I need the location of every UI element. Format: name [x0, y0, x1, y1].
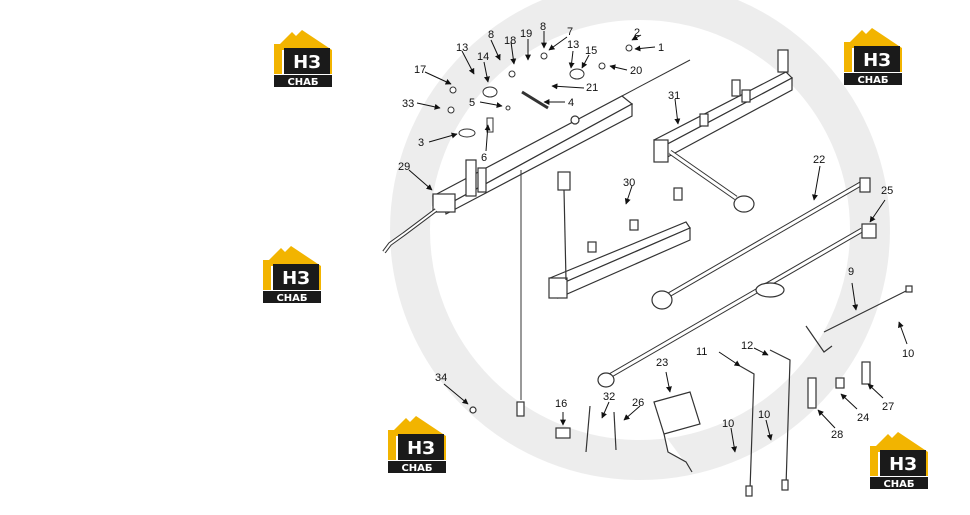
- callout-11: 11: [696, 346, 707, 358]
- brand-logo-1: НЗ СНАБ: [272, 28, 334, 88]
- brand-name: СНАБ: [883, 479, 914, 490]
- callout-22: 22: [813, 154, 825, 166]
- part-29-main-bar: [382, 59, 691, 417]
- callout-24: 24: [857, 412, 869, 424]
- brand-logo-5: НЗ СНАБ: [868, 430, 930, 490]
- house-logo-icon: НЗ СНАБ: [844, 28, 902, 86]
- brand-logo-3: НЗ СНАБ: [261, 244, 323, 304]
- callout-7: 7: [567, 26, 573, 38]
- callout-2: 2: [634, 27, 640, 39]
- callout-30: 30: [623, 177, 635, 189]
- callout-17: 17: [414, 64, 426, 76]
- house-logo-icon: НЗ СНАБ: [263, 246, 321, 304]
- small-hardware: [447, 44, 633, 138]
- house-logo-icon: НЗ СНАБ: [274, 30, 332, 88]
- callout-8a: 8: [488, 29, 494, 41]
- part-9-rod: [805, 285, 913, 353]
- brand-mark: НЗ: [407, 438, 435, 459]
- callout-5: 5: [469, 97, 475, 109]
- callout-15: 15: [585, 45, 597, 57]
- brand-name: СНАБ: [857, 75, 888, 86]
- callout-12: 12: [741, 340, 753, 352]
- brand-logo-4: НЗ СНАБ: [386, 414, 448, 474]
- callout-10b: 10: [722, 418, 734, 430]
- callout-26: 26: [632, 397, 644, 409]
- brand-mark: НЗ: [282, 268, 310, 289]
- callout-23: 23: [656, 357, 668, 369]
- callout-labels: 1 2 3 4 5 6 7 8 8 9 10 10 10 11 12 13 13…: [398, 21, 914, 441]
- brand-mark: НЗ: [293, 52, 321, 73]
- callout-34: 34: [435, 372, 447, 384]
- callout-25: 25: [881, 185, 893, 197]
- part-23-plate: [653, 391, 701, 473]
- callout-9: 9: [848, 266, 854, 278]
- brand-name: СНАБ: [287, 77, 318, 88]
- callout-19: 19: [520, 28, 532, 40]
- callout-20: 20: [630, 65, 642, 77]
- leader-arrows: [408, 31, 908, 453]
- callout-3: 3: [418, 137, 424, 149]
- small-parts: [469, 361, 871, 453]
- callout-6: 6: [481, 152, 487, 164]
- part-22-long-tube: [651, 177, 871, 310]
- callout-14: 14: [477, 51, 489, 63]
- brand-logo-2: НЗ СНАБ: [842, 26, 904, 86]
- callout-1: 1: [658, 42, 664, 54]
- callout-10a: 10: [902, 348, 914, 360]
- part-30-bracket-assembly: [548, 171, 691, 299]
- callout-27: 27: [882, 401, 894, 413]
- house-logo-icon: НЗ СНАБ: [870, 432, 928, 490]
- callout-33: 33: [402, 98, 414, 110]
- brand-mark: НЗ: [863, 50, 891, 71]
- callout-13b: 13: [567, 39, 579, 51]
- part-11-12-rods: [739, 349, 791, 497]
- part-31-upper-rail: [653, 49, 793, 213]
- callout-13a: 13: [456, 42, 468, 54]
- callout-28: 28: [831, 429, 843, 441]
- callout-31: 31: [668, 90, 680, 102]
- callout-18: 18: [504, 35, 516, 47]
- callout-32: 32: [603, 391, 615, 403]
- brand-name: СНАБ: [276, 293, 307, 304]
- brand-name: СНАБ: [401, 463, 432, 474]
- callout-4: 4: [568, 97, 574, 109]
- callout-29: 29: [398, 161, 410, 173]
- part-25-lower-tube: [597, 223, 877, 388]
- callout-10c: 10: [758, 409, 770, 421]
- callout-16: 16: [555, 398, 567, 410]
- house-logo-icon: НЗ СНАБ: [388, 416, 446, 474]
- callout-8b: 8: [540, 21, 546, 33]
- brand-mark: НЗ: [889, 454, 917, 475]
- callout-21: 21: [586, 82, 598, 94]
